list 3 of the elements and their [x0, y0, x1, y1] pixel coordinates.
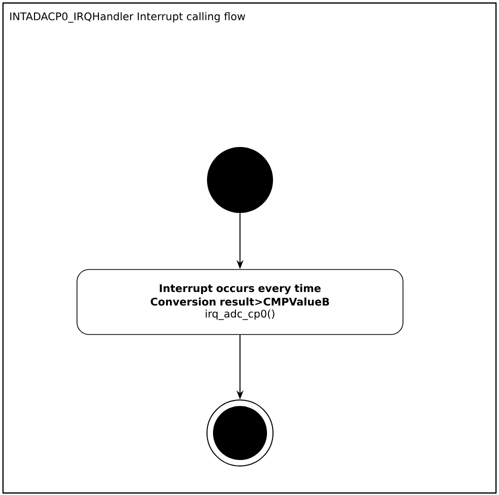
end-node	[206, 399, 274, 466]
action-box: Interrupt occurs every time Conversion result>CMPValueB irq_adc_cp0()	[76, 269, 404, 335]
start-node	[207, 147, 273, 213]
